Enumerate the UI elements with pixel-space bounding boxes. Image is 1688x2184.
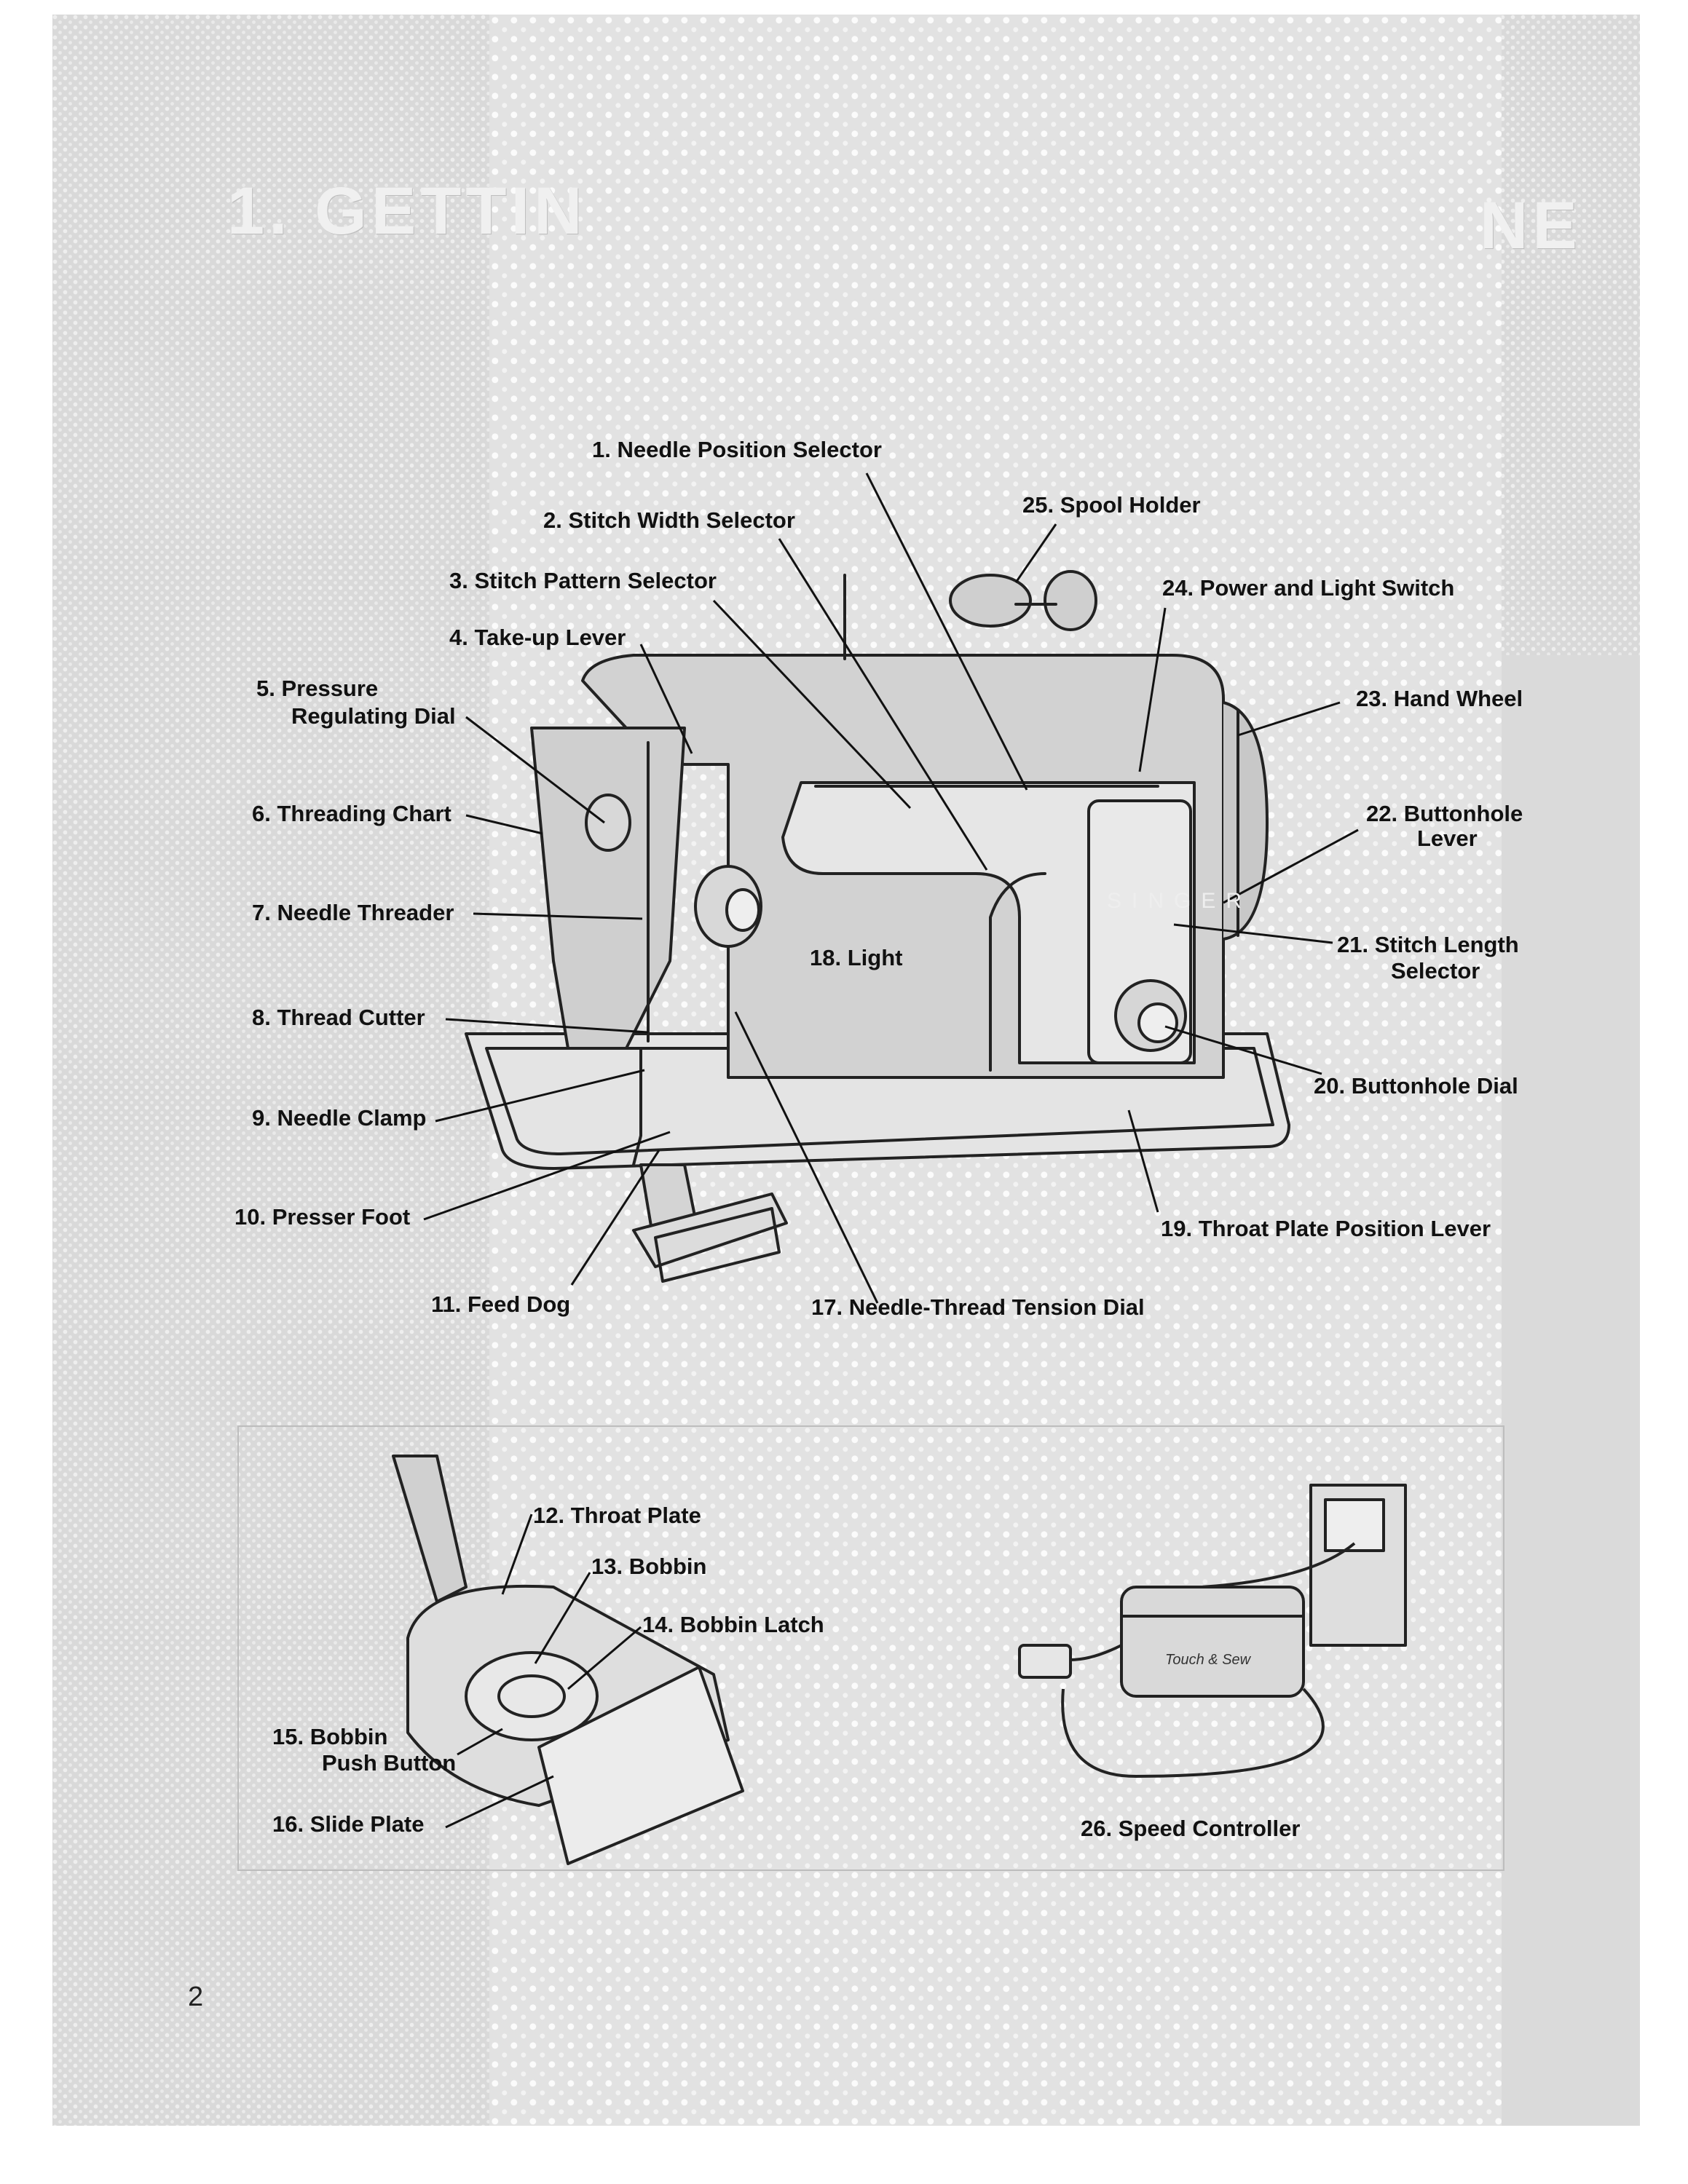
machine-arm (581, 654, 1225, 1079)
label-needle-position-selector: 1. Needle Position Selector (592, 437, 882, 462)
spool-holder (843, 570, 1097, 660)
label-bobbin-latch: 14. Bobbin Latch (642, 1612, 824, 1637)
label-buttonhole-dial: 20. Buttonhole Dial (1314, 1073, 1518, 1099)
label-buttonhole-lever-line2: Lever (1417, 826, 1478, 851)
label-bobbin-push-button-line2: Push Button (322, 1750, 457, 1776)
label-throat-plate: 12. Throat Plate (533, 1503, 701, 1528)
throat-plate-illustration (392, 1455, 744, 1865)
buttonhole-dial (1114, 979, 1187, 1052)
label-spool-holder: 25. Spool Holder (1022, 492, 1201, 518)
label-presser-foot: 10. Presser Foot (234, 1204, 411, 1230)
label-bobbin: 13. Bobbin (591, 1554, 707, 1579)
label-bobbin-push-button-line1: 15. Bobbin (272, 1724, 388, 1749)
label-stitch-pattern-selector: 3. Stitch Pattern Selector (449, 568, 717, 593)
page-number: 2 (188, 1982, 204, 2012)
inset-panel-frame (237, 1425, 1504, 1871)
label-feed-dog: 11. Feed Dog (431, 1291, 571, 1317)
label-needle-clamp: 9. Needle Clamp (252, 1105, 427, 1131)
tension-assembly (585, 794, 762, 948)
hand-wheel (1222, 701, 1269, 941)
speed-controller-illustration (1018, 1484, 1407, 1778)
machine-head (530, 727, 686, 1166)
label-slide-plate: 16. Slide Plate (272, 1811, 425, 1837)
label-pressure-regulating-dial-line2: Regulating Dial (291, 703, 456, 729)
right-halftone-strip (1502, 655, 1640, 2126)
page-title-fragment-left: 1. GETTIN (227, 174, 587, 248)
label-buttonhole-lever-line1: 22. Buttonhole (1366, 801, 1523, 826)
label-thread-cutter: 8. Thread Cutter (252, 1005, 425, 1030)
label-stitch-length-selector-line2: Selector (1391, 958, 1480, 984)
label-needle-threader: 7. Needle Threader (252, 900, 454, 925)
label-stitch-width-selector: 2. Stitch Width Selector (543, 507, 795, 533)
label-stitch-length-selector-line1: 21. Stitch Length (1337, 932, 1519, 957)
label-needle-thread-tension-dial: 17. Needle-Thread Tension Dial (811, 1294, 1145, 1320)
label-speed-controller: 26. Speed Controller (1081, 1816, 1301, 1841)
label-pressure-regulating-dial-line1: 5. Pressure (256, 676, 379, 701)
controller-script-badge: Touch & Sew (1165, 1652, 1251, 1668)
leader-lines (423, 472, 1359, 1829)
label-take-up-lever: 4. Take-up Lever (449, 625, 626, 650)
label-threading-chart: 6. Threading Chart (252, 801, 451, 826)
machine-brand-plate: SINGER (1107, 889, 1253, 913)
label-power-and-light-switch: 24. Power and Light Switch (1162, 575, 1455, 601)
label-throat-plate-position-lever: 19. Throat Plate Position Lever (1161, 1216, 1491, 1241)
label-hand-wheel: 23. Hand Wheel (1356, 686, 1523, 711)
label-light: 18. Light (810, 945, 903, 970)
page-title-fragment-right: NE (1480, 189, 1582, 263)
presser-foot-area (632, 1163, 788, 1283)
